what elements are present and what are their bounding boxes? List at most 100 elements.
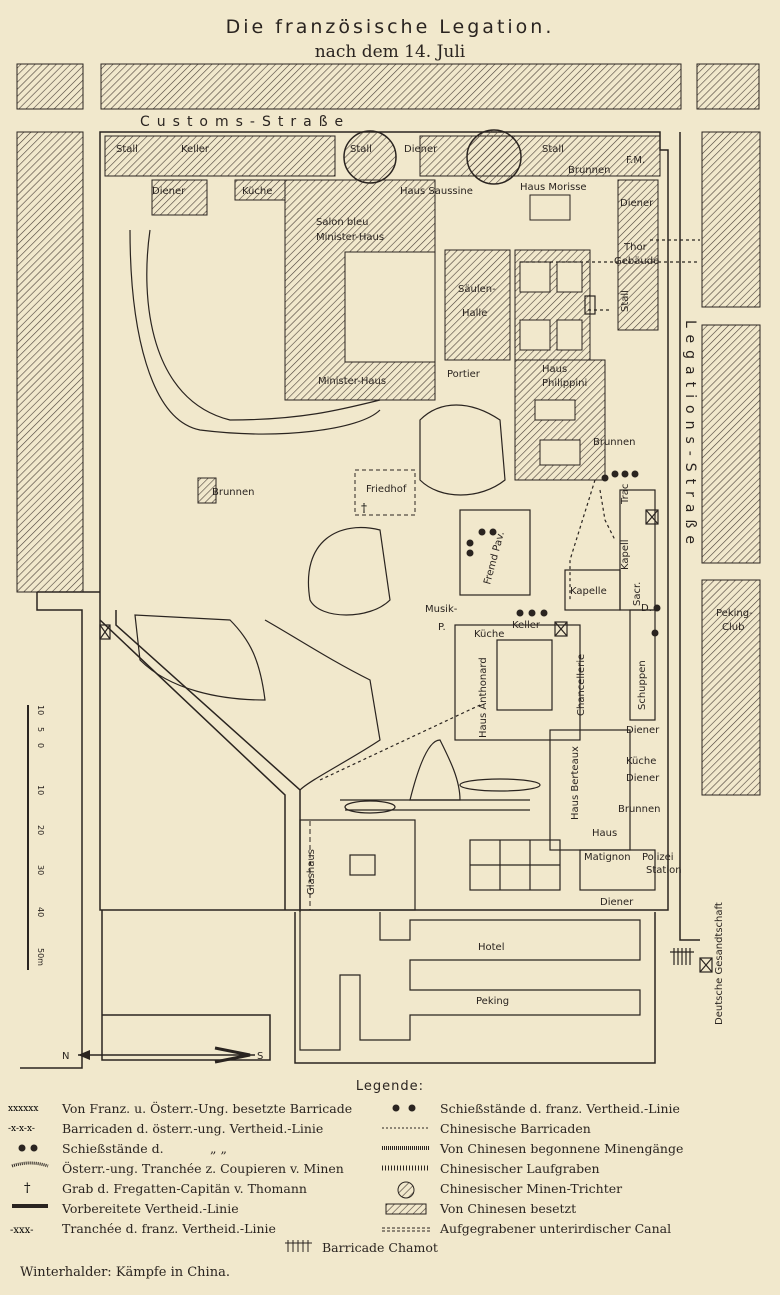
legend-left-7: Tranchée d. franz. Vertheid.-Linie xyxy=(62,1221,276,1236)
label-deutsche-gesandtschaft: Deutsche Gesandtschaft xyxy=(714,902,725,1025)
label-halle: Halle xyxy=(462,308,487,319)
label-haus-philippini-1: Haus xyxy=(542,364,567,375)
label-haus-saussine: Haus Saussine xyxy=(400,186,473,197)
legend-ditto: „ „ xyxy=(210,1141,227,1156)
legend-symbols-right xyxy=(382,1104,430,1232)
label-keller: Keller xyxy=(181,144,210,155)
label-stall-3: Stall xyxy=(542,144,564,155)
label-saeulen: Säulen- xyxy=(458,284,496,295)
credit-line: Winterhalder: Kämpfe in China. xyxy=(20,1265,230,1280)
friedhof-boundary xyxy=(354,469,416,516)
legend-left-5: Grab d. Fregatten-Capitän v. Thomann xyxy=(62,1181,307,1196)
label-peking-club-2: Club xyxy=(722,622,744,633)
legend-barricade-chamot: Barricade Chamot xyxy=(322,1240,438,1255)
occupied-icon xyxy=(385,1203,427,1215)
label-diener-r1: Diener xyxy=(626,725,660,736)
label-minister-haus-2: Minister-Haus xyxy=(318,376,386,387)
label-diener-left: Diener xyxy=(152,186,186,197)
label-stall-1: Stall xyxy=(116,144,138,155)
cross-icon: † xyxy=(24,1181,31,1196)
label-diener-right: Diener xyxy=(620,198,654,209)
mine-craters xyxy=(343,129,522,185)
north-arrow: N S xyxy=(62,1046,263,1064)
scale-tick-2: 5 xyxy=(36,727,45,732)
label-kueche-2: Küche xyxy=(474,629,504,640)
scale-tick-8: 50m xyxy=(36,948,45,966)
scale-tick-7: 40 xyxy=(36,907,45,917)
legend-right-4: Chinesischer Laufgraben xyxy=(440,1161,600,1176)
label-fm: F.M. xyxy=(626,155,645,166)
legend-right-3: Von Chinesen begonnene Minengänge xyxy=(440,1141,684,1156)
buildings xyxy=(104,135,661,481)
label-trac: Trac xyxy=(620,484,631,505)
label-kueche-top: Küche xyxy=(242,186,272,197)
label-stall-2: Stall xyxy=(350,144,372,155)
legend-left-1: Von Franz. u. Österr.-Ung. besetzte Barr… xyxy=(62,1101,353,1116)
scale-tick-4: 10 xyxy=(36,785,45,795)
prepared-line-icon xyxy=(12,1204,48,1208)
legend-left-3: Schießstände d. xyxy=(62,1141,164,1156)
legend-right-6: Von Chinesen besetzt xyxy=(440,1201,577,1216)
label-d: D. xyxy=(641,603,652,614)
scale-tick-1: 10 xyxy=(36,705,45,715)
defence-lines xyxy=(319,239,700,781)
label-haus-morisse: Haus Morisse xyxy=(520,182,587,193)
label-diener-bottom: Diener xyxy=(600,897,634,908)
label-station: Station xyxy=(646,865,682,876)
legations-street-label: Legations-Straße xyxy=(682,320,698,551)
crater-icon xyxy=(397,1181,415,1199)
legend-left-2: Barricaden d. österr.-ung. Vertheid.-Lin… xyxy=(62,1121,324,1136)
label-brunnen-r: Brunnen xyxy=(618,804,660,815)
label-friedhof: Friedhof xyxy=(366,484,407,495)
scale-tick-3: 0 xyxy=(36,743,45,748)
label-hotel: Hotel xyxy=(478,942,505,953)
label-polizei: Polizei xyxy=(642,852,674,863)
label-thor: Thor xyxy=(623,242,648,253)
legation-map: Customs-Straße Legations-Straße Stall Ke… xyxy=(16,63,761,1069)
map-subtitle: nach dem 14. Juli xyxy=(314,42,466,62)
label-peking-club-1: Peking- xyxy=(716,608,753,619)
label-diener-r2: Diener xyxy=(626,773,660,784)
compound-walls xyxy=(20,131,700,1069)
label-musik: Musik- xyxy=(425,604,458,615)
label-schuppen: Schuppen xyxy=(637,660,648,710)
label-kapell: Kapell xyxy=(620,539,631,570)
tranchee-icon: -xxx- xyxy=(10,1225,34,1236)
label-haus-anthonard: Haus Anthonard xyxy=(478,657,489,738)
label-glashaus: Glashaus xyxy=(306,849,317,895)
label-haus-berteaux: Haus Berteaux xyxy=(570,746,581,820)
dashed-garden xyxy=(309,819,416,911)
shooting-positions xyxy=(466,470,661,637)
barricades xyxy=(99,295,713,973)
legend-symbols-left: xxxxxx -x-x-x- † -xxx- xyxy=(8,1104,49,1236)
label-sacr: Sacr. xyxy=(632,582,643,606)
label-musik-p: P. xyxy=(438,622,446,633)
legend-right-7: Aufgegrabener unterirdischer Canal xyxy=(440,1221,672,1236)
map-title: Die französische Legation. xyxy=(225,16,555,38)
label-brunnen-mid: Brunnen xyxy=(593,437,635,448)
lower-buildings xyxy=(299,489,656,1051)
label-kapelle: Kapelle xyxy=(570,586,607,597)
barricade-chamot-icon xyxy=(285,1240,312,1252)
legend-right-2: Chinesische Barricaden xyxy=(440,1121,591,1136)
label-salon-bleu: Salon bleu xyxy=(316,217,369,228)
north-label: N xyxy=(62,1051,69,1062)
legend-left-4: Österr.-ung. Tranchée z. Coupieren v. Mi… xyxy=(62,1161,344,1176)
garden-paths xyxy=(129,229,541,814)
label-haus-matignon-1: Haus xyxy=(592,828,617,839)
label-minister-haus-1: Minister-Haus xyxy=(316,232,384,243)
label-portier: Portier xyxy=(447,369,481,380)
dot-icon xyxy=(392,1104,400,1112)
label-keller-2: Keller xyxy=(512,620,541,631)
barricade-x-icon: xxxxxx xyxy=(8,1104,38,1114)
south-label: S xyxy=(257,1051,263,1062)
trench-icon xyxy=(11,1161,49,1168)
label-haus-philippini-2: Philippini xyxy=(542,378,587,389)
scale-tick-6: 30 xyxy=(36,865,45,875)
label-diener-1: Diener xyxy=(404,144,438,155)
brunnen-house xyxy=(197,477,217,504)
label-kueche-r: Küche xyxy=(626,756,656,767)
legend-left-6: Vorbereitete Vertheid.-Linie xyxy=(62,1201,239,1216)
legend-right-1: Schießstände d. franz. Vertheid.-Linie xyxy=(440,1101,680,1116)
legend-heading: Legende: xyxy=(355,1079,425,1094)
